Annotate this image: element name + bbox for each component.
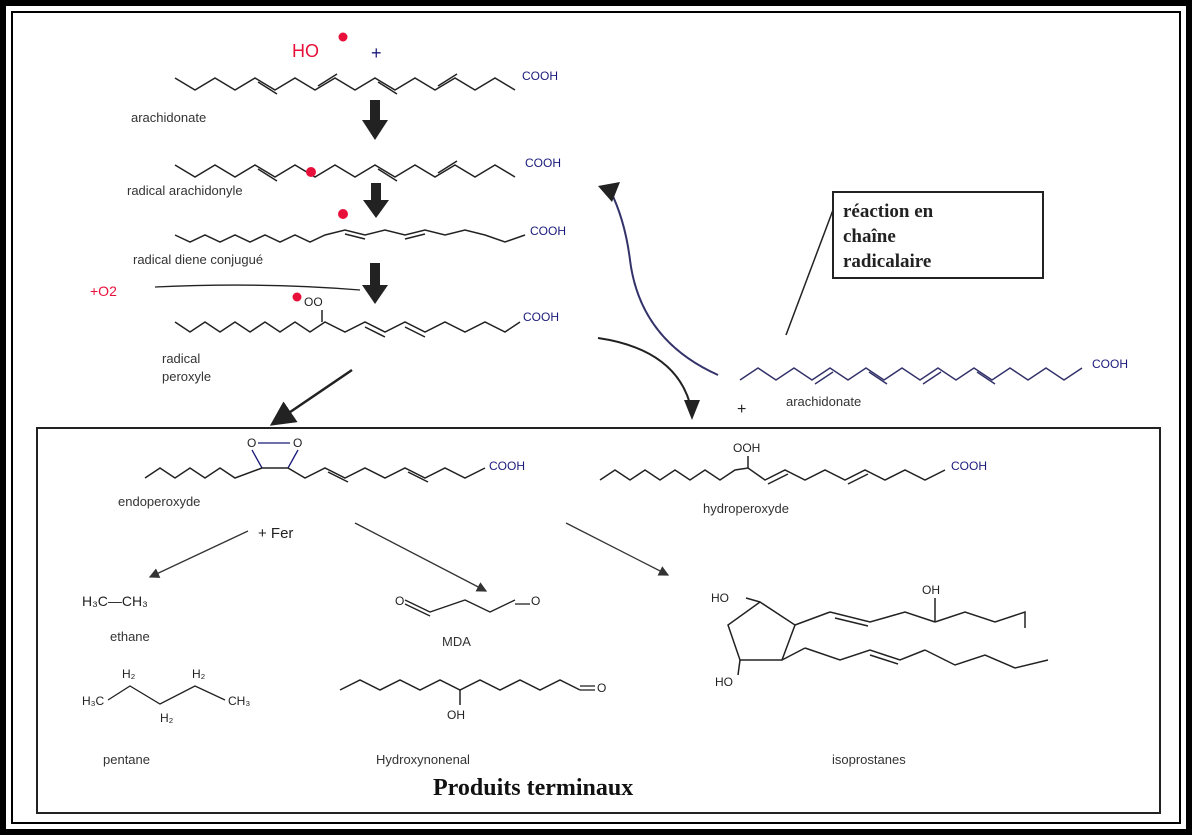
- svg-text:CH₃: CH₃: [228, 694, 250, 708]
- ethane-formula: H₃C—CH₃: [82, 593, 148, 609]
- cooh-label-1: COOH: [522, 69, 558, 83]
- hydroperoxyde-label: hydroperoxyde: [703, 501, 789, 516]
- iso-ho-2: HO: [715, 675, 733, 689]
- svg-text:O: O: [395, 594, 404, 608]
- radical-diene-label: radical diene conjugué: [133, 252, 263, 267]
- chain-box-line2: chaîne: [843, 226, 896, 247]
- mda-label: MDA: [442, 634, 471, 649]
- products-title: Produits terminaux: [433, 775, 633, 801]
- chain-box-pointer: [785, 209, 834, 336]
- ho-radical: HO: [292, 41, 319, 61]
- arachidonate-chain-4: [174, 321, 521, 338]
- endoperoxyde-structure: O O: [144, 436, 486, 483]
- down-arrow-1: [362, 100, 388, 140]
- arachidonate-chain-1: [174, 73, 516, 95]
- arachidonate-chain-right: [739, 367, 1083, 385]
- pentane-structure: H₂ H₂ H₃C CH₃ H₂: [82, 667, 250, 725]
- svg-text:H₂: H₂: [122, 667, 136, 681]
- cooh-endoperoxyde: COOH: [489, 459, 525, 473]
- iso-oh: OH: [922, 583, 940, 597]
- plus-sign-right: +: [737, 401, 746, 418]
- iso-ho-1: HO: [711, 591, 729, 605]
- ethane-label: ethane: [110, 629, 150, 644]
- svg-text:O: O: [531, 594, 540, 608]
- arrow-to-isoprostanes: [565, 522, 670, 576]
- arachidonate-chain-3: [174, 229, 526, 243]
- hydroperoxyde-structure: OOH: [599, 441, 946, 485]
- o2-reactant: +O2: [90, 283, 117, 299]
- radical-dot-2: [306, 167, 316, 177]
- svg-text:OOH: OOH: [733, 441, 760, 455]
- arrow-chain-return: [609, 189, 719, 376]
- hydroxynonenal-structure: [339, 679, 595, 705]
- chain-box-line1: réaction en: [843, 201, 934, 222]
- radical-peroxyle-label-1: radical: [162, 351, 200, 366]
- hne-oh: OH: [447, 708, 465, 722]
- svg-text:H₃C: H₃C: [82, 694, 105, 708]
- cooh-label-right: COOH: [1092, 357, 1128, 371]
- hydroxynonenal-label: Hydroxynonenal: [376, 752, 470, 767]
- down-arrow-2: [363, 183, 389, 218]
- arrow-to-mda: [354, 522, 488, 592]
- peroxy-group: OO: [304, 295, 323, 309]
- arachidonate-right-label: arachidonate: [786, 394, 861, 409]
- products-box: [36, 427, 1161, 814]
- o2-arrow-line: [154, 284, 361, 291]
- mda-structure: O O: [395, 594, 540, 617]
- cooh-label-4: COOH: [523, 310, 559, 324]
- endoperoxyde-label: endoperoxyde: [118, 494, 200, 509]
- plus-sign: +: [371, 43, 382, 63]
- arrow-to-endoperoxyde: [269, 368, 353, 426]
- isoprostanes-label: isoprostanes: [832, 752, 906, 767]
- radical-dot: [338, 32, 348, 42]
- cooh-hydroperoxyde: COOH: [951, 459, 987, 473]
- arachidonate-chain-2: [174, 160, 516, 182]
- inner-frame: [11, 11, 1181, 824]
- radical-arachidonyle-label: radical arachidonyle: [127, 183, 243, 198]
- svg-text:H₂: H₂: [192, 667, 206, 681]
- hne-o: O: [597, 681, 606, 695]
- svg-text:H₂: H₂: [160, 711, 174, 725]
- down-arrow-3: [362, 263, 388, 304]
- arachidonate-label: arachidonate: [131, 110, 206, 125]
- arrow-to-ethane: [148, 530, 249, 578]
- radical-peroxyle-label-2: peroxyle: [162, 369, 211, 384]
- radical-dot-4: [292, 292, 302, 302]
- cooh-label-2: COOH: [525, 156, 561, 170]
- svg-text:O: O: [293, 436, 302, 450]
- pentane-label: pentane: [103, 752, 150, 767]
- chain-reaction-box: [832, 191, 1044, 279]
- svg-text:O: O: [247, 436, 256, 450]
- arrow-to-hydroperoxyde: [597, 337, 693, 413]
- radical-dot-3: [338, 209, 348, 219]
- isoprostane-structure: [727, 597, 1049, 676]
- plus-fer-label: + Fer: [258, 525, 293, 542]
- cooh-label-3: COOH: [530, 224, 566, 238]
- chain-box-line3: radicalaire: [843, 251, 931, 272]
